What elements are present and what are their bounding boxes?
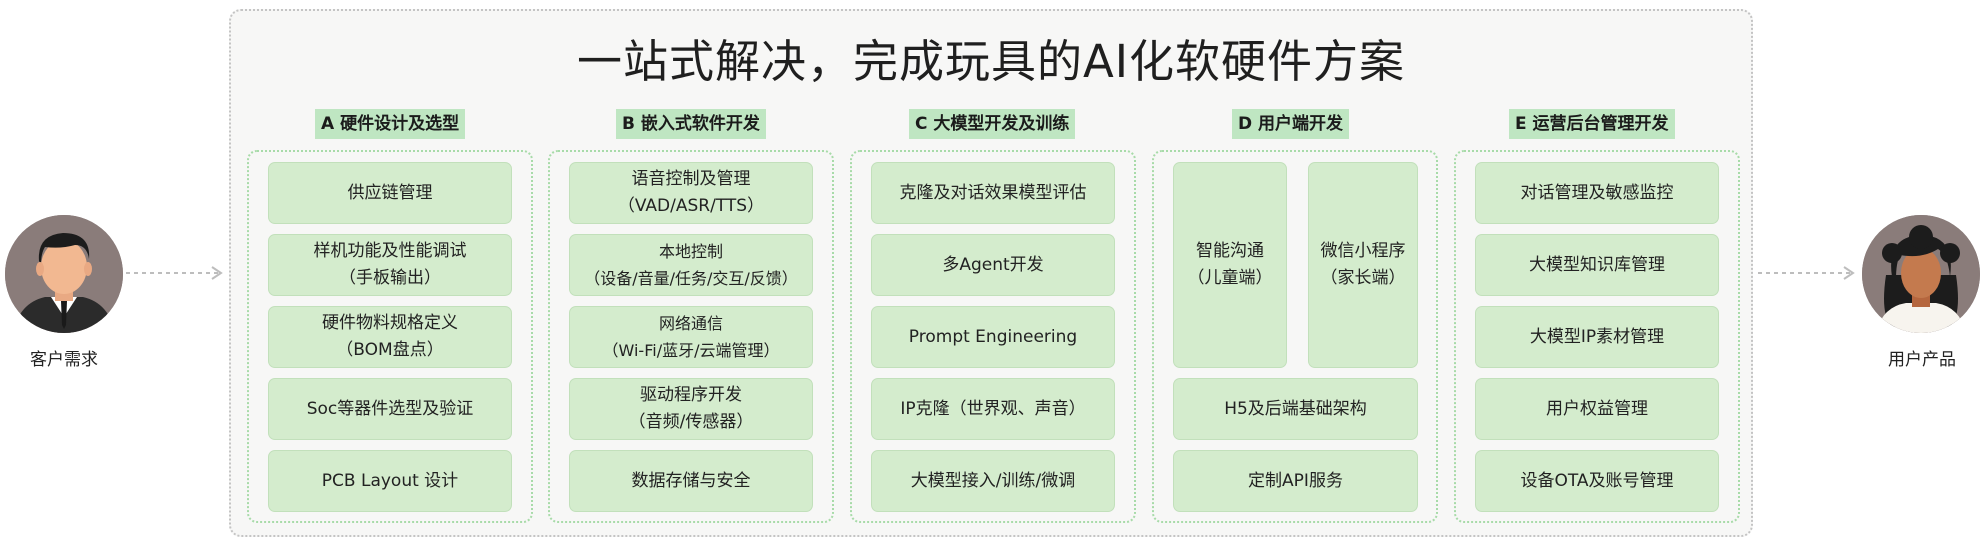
card-d1: 智能沟通 （儿童端） [1173,162,1287,368]
card-a5: PCB Layout 设计 [268,450,512,512]
card-e4-line1: 用户权益管理 [1546,398,1648,419]
card-d1-line1: 智能沟通 [1196,241,1264,261]
card-b3-line1: 网络通信 [658,314,723,333]
column-box-c [850,150,1136,523]
card-e1: 对话管理及敏感监控 [1475,162,1719,224]
card-b1-line2: （VAD/ASR/TTS） [617,196,765,216]
card-d2: 微信小程序 （家长端） [1308,162,1418,368]
card-a5-line1: PCB Layout 设计 [321,470,459,491]
card-c2: 多Agent开发 [871,234,1115,296]
card-b1: 语音控制及管理 （VAD/ASR/TTS） [569,162,813,224]
card-d2-line2: （家长端） [1320,268,1406,288]
column-box-b [548,150,834,523]
card-e2-line1: 大模型知识库管理 [1529,254,1665,275]
card-a1: 供应链管理 [268,162,512,224]
card-c3-line1: Prompt Engineering [908,326,1078,347]
card-d3-line1: H5及后端基础架构 [1224,398,1367,419]
card-c5-line1: 大模型接入/训练/微调 [910,470,1076,491]
card-d4-line1: 定制API服务 [1248,470,1343,491]
card-c4-line1: IP克隆（世界观、声音） [900,398,1086,419]
card-e5-line1: 设备OTA及账号管理 [1520,470,1674,491]
card-b3: 网络通信 （Wi-Fi/蓝牙/云端管理） [569,306,813,368]
card-a3: 硬件物料规格定义 （BOM盘点） [268,306,512,368]
card-a3-line1: 硬件物料规格定义 [322,313,458,333]
card-e4: 用户权益管理 [1475,378,1719,440]
right-persona-label: 用户产品 [1888,350,1956,370]
column-heading-e: E 运营后台管理开发 [1509,109,1675,139]
card-b4: 驱动程序开发 （音频/传感器） [569,378,813,440]
card-a2-line1: 样机功能及性能调试 [313,241,467,261]
column-box-d [1152,150,1438,523]
card-a1-line1: 供应链管理 [347,182,433,203]
card-c4: IP克隆（世界观、声音） [871,378,1115,440]
card-e1-line1: 对话管理及敏感监控 [1520,182,1674,203]
user-avatar-icon [1862,215,1980,333]
customer-avatar-icon [5,215,123,333]
column-heading-d: D 用户端开发 [1232,109,1350,139]
card-a4-line1: Soc等器件选型及验证 [306,398,474,419]
card-b1-line1: 语音控制及管理 [631,169,751,189]
card-b4-line2: （音频/传感器） [628,412,754,432]
card-d4: 定制API服务 [1173,450,1418,512]
card-e2: 大模型知识库管理 [1475,234,1719,296]
card-c1-line1: 克隆及对话效果模型评估 [899,182,1087,203]
column-heading-c: C 大模型开发及训练 [909,109,1076,139]
column-heading-a: A 硬件设计及选型 [315,109,466,139]
right-connector-arrow [1758,266,1855,280]
column-box-a [247,150,533,523]
card-a2: 样机功能及性能调试 （手板输出） [268,234,512,296]
card-e5: 设备OTA及账号管理 [1475,450,1719,512]
card-b2-line1: 本地控制 [658,242,723,261]
card-e3-line1: 大模型IP素材管理 [1529,326,1665,347]
column-heading-b: B 嵌入式软件开发 [616,109,766,139]
card-d1-line2: （儿童端） [1187,268,1273,288]
left-connector-arrow [126,266,223,280]
card-c1: 克隆及对话效果模型评估 [871,162,1115,224]
card-e3: 大模型IP素材管理 [1475,306,1719,368]
card-b2: 本地控制 （设备/音量/任务/交互/反馈） [569,234,813,296]
card-c5: 大模型接入/训练/微调 [871,450,1115,512]
card-a3-line2: （BOM盘点） [336,340,444,360]
card-c2-line1: 多Agent开发 [942,254,1044,275]
card-a2-line2: （手板输出） [339,268,441,288]
card-b5-line1: 数据存储与安全 [631,470,751,491]
card-d2-line1: 微信小程序 [1320,241,1406,261]
page-title: 一站式解决，完成玩具的AI化软硬件方案 [576,35,1406,88]
card-b5: 数据存储与安全 [569,450,813,512]
card-d3: H5及后端基础架构 [1173,378,1418,440]
card-b4-line1: 驱动程序开发 [640,385,742,405]
card-c3: Prompt Engineering [871,306,1115,368]
card-b2-line2: （设备/音量/任务/交互/反馈） [584,269,798,288]
column-box-e [1454,150,1740,523]
card-a4: Soc等器件选型及验证 [268,378,512,440]
left-persona-label: 客户需求 [30,350,98,370]
card-b3-line2: （Wi-Fi/蓝牙/云端管理） [602,341,780,360]
